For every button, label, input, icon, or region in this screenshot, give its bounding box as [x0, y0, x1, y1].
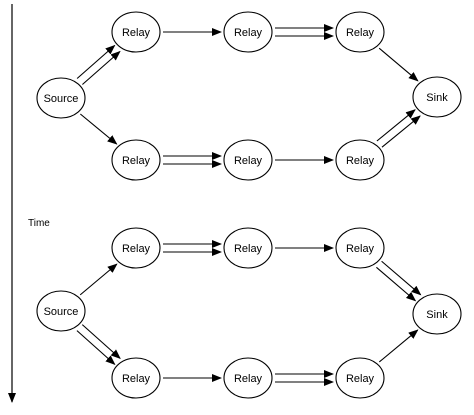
node-ellipse [111, 139, 161, 181]
node-label: Sink [426, 309, 448, 321]
node-label: Relay [234, 373, 263, 385]
node-ellipse [412, 76, 462, 118]
node-label: Sink [426, 92, 448, 104]
arrow-relay_bottom_3-to-sink-2 [381, 115, 421, 148]
node-ellipse [111, 11, 161, 53]
node-ellipse [335, 11, 385, 53]
node-ellipse [223, 357, 273, 399]
node-ellipse [335, 357, 385, 399]
node-ellipse [412, 293, 462, 335]
arrow-relay_bottom_3-to-sink-1 [376, 109, 416, 142]
node-label: Relay [346, 27, 375, 39]
node-label: Relay [122, 373, 151, 385]
arrow-source-to-relay_top_1-1 [76, 44, 116, 79]
node-label: Relay [346, 373, 375, 385]
node-ellipse [36, 290, 86, 332]
node-relay-bottom-1: Relay [111, 139, 161, 181]
node-label: Relay [122, 155, 151, 167]
node-relay-top-2: Relay [223, 227, 273, 269]
arrow-source-to-relay_top_1 [79, 263, 118, 296]
node-ellipse [223, 11, 273, 53]
node-relay-bottom-3: Relay [335, 139, 385, 181]
node-relay-bottom-3: Relay [335, 357, 385, 399]
node-source: Source [36, 77, 86, 119]
arrow-source-to-relay_top_1-2 [82, 50, 121, 85]
node-label: Relay [346, 155, 375, 167]
node-relay-top-2: Relay [223, 11, 273, 53]
node-relay-top-3: Relay [335, 11, 385, 53]
node-label: Relay [234, 243, 263, 255]
node-sink: Sink [412, 293, 462, 335]
node-ellipse [335, 139, 385, 181]
node-relay-top-1: Relay [111, 227, 161, 269]
node-label: Source [44, 306, 79, 318]
node-label: Relay [122, 243, 151, 255]
node-label: Relay [234, 155, 263, 167]
node-ellipse [111, 227, 161, 269]
node-ellipse [36, 77, 86, 119]
node-ellipse [111, 357, 161, 399]
arrow-source-to-relay_bottom_1-2 [76, 330, 116, 366]
node-ellipse [223, 139, 273, 181]
node-label: Source [44, 93, 79, 105]
node-relay-top-1: Relay [111, 11, 161, 53]
arrow-relay_top_3-to-sink [378, 47, 419, 82]
node-source: Source [36, 290, 86, 332]
node-relay-bottom-2: Relay [223, 357, 273, 399]
node-relay-top-3: Relay [335, 227, 385, 269]
node-sink: Sink [412, 76, 462, 118]
node-ellipse [335, 227, 385, 269]
node-ellipse [223, 227, 273, 269]
node-label: Relay [346, 243, 375, 255]
arrow-source-to-relay_bottom_1-1 [81, 324, 121, 360]
time-axis-label: Time [28, 218, 50, 229]
arrow-source-to-relay_bottom_1 [80, 113, 118, 145]
node-label: Relay [122, 27, 151, 39]
node-label: Relay [234, 27, 263, 39]
arrow-relay_top_3-to-sink-2 [376, 266, 417, 302]
node-relay-bottom-2: Relay [223, 139, 273, 181]
node-relay-bottom-1: Relay [111, 357, 161, 399]
arrow-relay_bottom_3-to-sink [378, 329, 419, 363]
arrow-relay_top_3-to-sink-1 [381, 260, 422, 296]
